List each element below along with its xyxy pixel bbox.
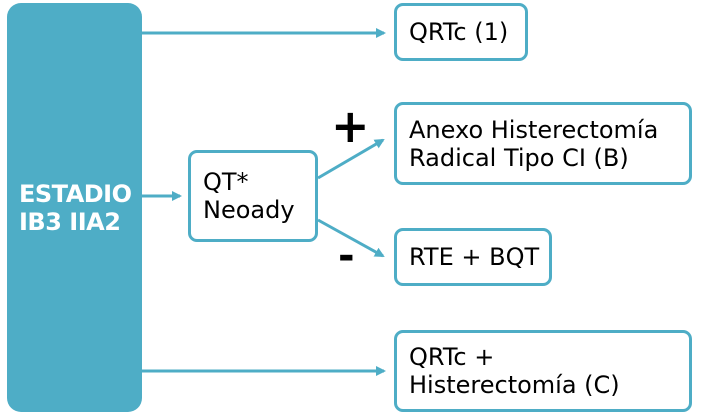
arrow-to-rte	[317, 218, 385, 258]
node-anexo-histerectomia: Anexo Histerectomía Radical Tipo CI (B)	[394, 102, 692, 185]
node-anexo-line1: Anexo Histerectomía	[409, 115, 659, 144]
stage-label-line1: ESTADIO	[19, 179, 132, 208]
node-rte-bqt: RTE + BQT	[394, 228, 552, 286]
minus-sign: -	[338, 233, 355, 279]
stage-label-line2: IB3 IIA2	[19, 207, 121, 236]
node-qrtc2-histerectomia: QRTc + Histerectomía (C)	[394, 330, 692, 412]
node-qrtc2-line1: QRTc +	[409, 343, 495, 371]
node-qt-neoady: QT* Neoady	[188, 150, 318, 242]
node-qrtc1: QRTc (1)	[394, 3, 528, 61]
node-qt-line1: QT*	[203, 168, 249, 196]
plus-sign: +	[331, 99, 370, 153]
node-qrtc1-label: QRTc (1)	[409, 18, 509, 46]
node-rte-label: RTE + BQT	[409, 243, 540, 271]
node-anexo-line2: Radical Tipo CI (B)	[409, 143, 629, 172]
arrow-to-anexo	[317, 138, 385, 180]
node-qt-line2: Neoady	[203, 196, 295, 224]
stage-block: ESTADIO IB3 IIA2	[7, 3, 142, 412]
node-qrtc2-line2: Histerectomía (C)	[409, 371, 620, 399]
stage-label: ESTADIO IB3 IIA2	[7, 180, 132, 236]
